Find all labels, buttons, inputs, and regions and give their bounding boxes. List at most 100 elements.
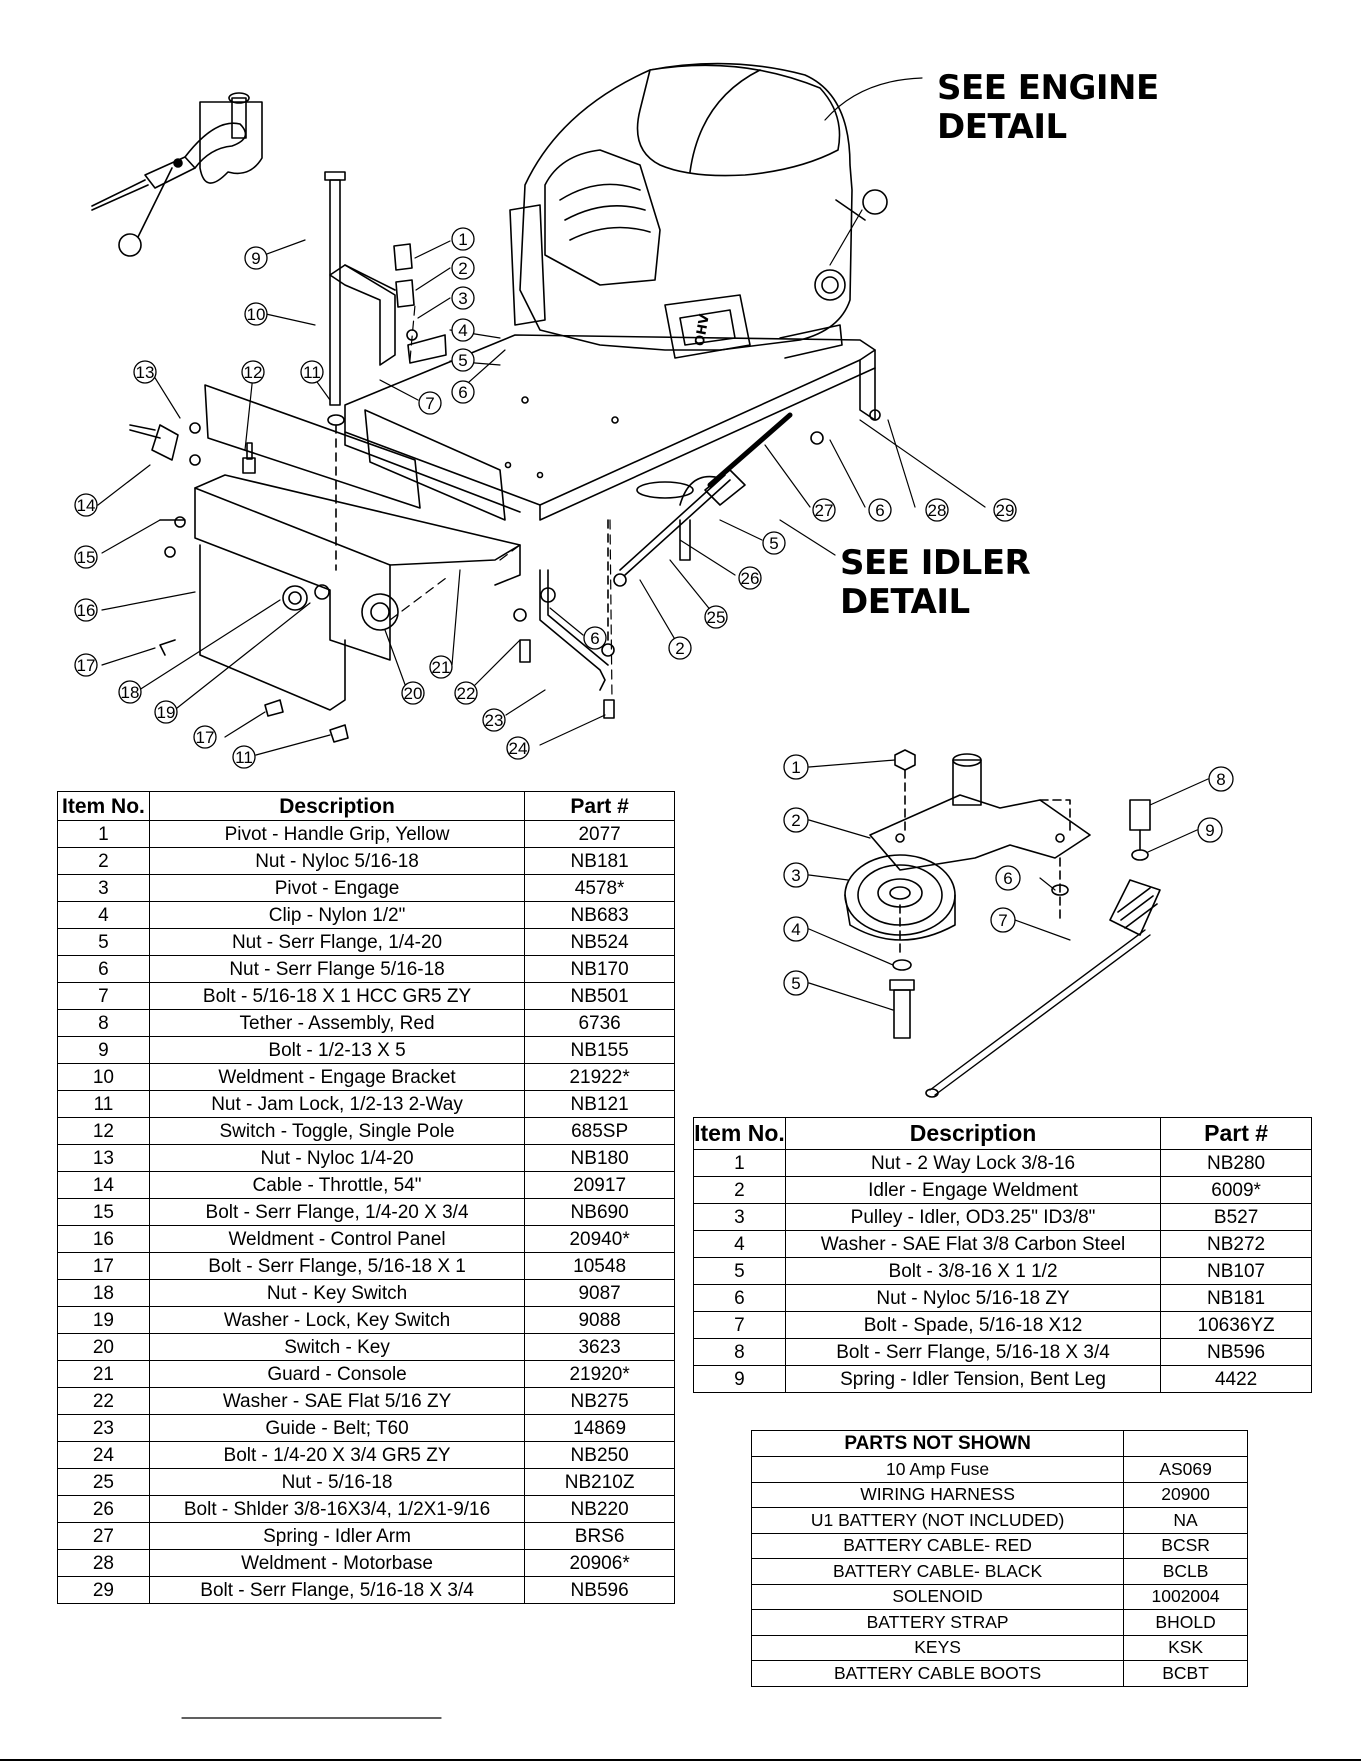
item-no-cell: 26	[57, 1495, 150, 1523]
part-number-cell: 20940*	[524, 1225, 675, 1253]
description-cell: 10 Amp Fuse	[750, 1456, 1125, 1483]
belt-guide	[514, 520, 615, 719]
item-no-cell: 17	[57, 1252, 150, 1280]
part-number-cell: 21922*	[524, 1063, 675, 1091]
part-number-cell: NB272	[1160, 1230, 1312, 1258]
item-no-cell: 29	[57, 1576, 150, 1604]
description-cell: Weldment - Control Panel	[148, 1225, 526, 1253]
description-cell: Bolt - Serr Flange, 5/16-18 X 3/4	[784, 1338, 1162, 1366]
item-no-cell: 5	[693, 1257, 786, 1285]
callout-7: 7	[425, 394, 434, 413]
table-row: U1 BATTERY (NOT INCLUDED)NA	[750, 1507, 1248, 1534]
description-cell: Spring - Idler Tension, Bent Leg	[784, 1365, 1162, 1393]
part-number-cell: 14869	[524, 1414, 675, 1442]
description-cell: BATTERY CABLE BOOTS	[750, 1660, 1125, 1687]
callout-5: 5	[458, 351, 467, 370]
description-cell: Guide - Belt; T60	[148, 1414, 526, 1442]
motorbase	[344, 334, 876, 521]
callout-9: 9	[251, 249, 260, 268]
part-number-cell: KSK	[1123, 1634, 1248, 1661]
description-cell: Spring - Idler Arm	[148, 1522, 526, 1550]
idler-header-item-no: Item No.	[693, 1117, 786, 1150]
idler-callout-8: 8	[1216, 770, 1225, 789]
part-number-cell: 20917	[524, 1171, 675, 1199]
description-cell: Bolt - 3/8-16 X 1 1/2	[784, 1257, 1162, 1285]
callout-11b: 11	[235, 748, 253, 767]
description-cell: Nut - Nyloc 5/16-18	[148, 847, 526, 875]
description-cell: Bolt - 1/4-20 X 3/4 GR5 ZY	[148, 1441, 526, 1469]
throttle-assembly	[129, 422, 256, 558]
item-no-cell: 1	[57, 820, 150, 848]
description-cell: Bolt - Serr Flange, 5/16-18 X 3/4	[148, 1576, 526, 1604]
part-number-cell: 3623	[524, 1333, 675, 1361]
callout-6b: 6	[875, 501, 884, 520]
description-cell: Pulley - Idler, OD3.25" ID3/8"	[784, 1203, 1162, 1231]
idler-callout-3: 3	[791, 866, 800, 885]
item-no-cell: 3	[57, 874, 150, 902]
callout-11: 11	[303, 363, 321, 382]
description-cell: Pivot - Engage	[148, 874, 526, 902]
part-number-cell: 10548	[524, 1252, 675, 1280]
description-cell: Bolt - Serr Flange, 1/4-20 X 3/4	[148, 1198, 526, 1226]
callout-28: 28	[928, 501, 947, 520]
description-cell: Tether - Assembly, Red	[148, 1009, 526, 1037]
description-cell: Nut - 2 Way Lock 3/8-16	[784, 1149, 1162, 1177]
idler-table-header: Item No. Description Part #	[693, 1117, 1312, 1150]
part-number-cell: 10636YZ	[1160, 1311, 1312, 1339]
part-number-cell: NB690	[524, 1198, 675, 1226]
description-cell: Weldment - Engage Bracket	[148, 1063, 526, 1091]
description-cell: Bolt - 1/2-13 X 5	[148, 1036, 526, 1064]
description-cell: Nut - Serr Flange 5/16-18	[148, 955, 526, 983]
callout-22: 22	[457, 684, 476, 703]
item-no-cell: 18	[57, 1279, 150, 1307]
description-cell: BATTERY CABLE- RED	[750, 1532, 1125, 1559]
part-number-cell: 21920*	[524, 1360, 675, 1388]
part-number-cell: NB524	[524, 928, 675, 956]
description-cell: Nut - Nyloc 1/4-20	[148, 1144, 526, 1172]
part-number-cell: BCLB	[1123, 1558, 1248, 1585]
idler-callout-9: 9	[1205, 821, 1214, 840]
item-no-cell: 7	[57, 982, 150, 1010]
item-no-cell: 2	[693, 1176, 786, 1204]
parts-not-shown-header: PARTS NOT SHOWN	[750, 1430, 1248, 1457]
part-number-cell: NB250	[524, 1441, 675, 1469]
callout-19: 19	[157, 703, 176, 722]
item-no-cell: 20	[57, 1333, 150, 1361]
description-cell: Washer - SAE Flat 5/16 ZY	[148, 1387, 526, 1415]
part-number-cell: BCSR	[1123, 1532, 1248, 1559]
description-cell: SOLENOID	[750, 1583, 1125, 1610]
key-switch-parts	[159, 584, 399, 743]
callout-1: 1	[458, 230, 467, 249]
item-no-cell: 6	[57, 955, 150, 983]
description-cell: Clip - Nylon 1/2"	[148, 901, 526, 929]
idler-callout-2: 2	[791, 811, 800, 830]
item-no-cell: 9	[693, 1365, 786, 1393]
description-cell: Bolt - 5/16-18 X 1 HCC GR5 ZY	[148, 982, 526, 1010]
part-number-cell: 9088	[524, 1306, 675, 1334]
engine-badge-text: OHV	[692, 313, 712, 347]
